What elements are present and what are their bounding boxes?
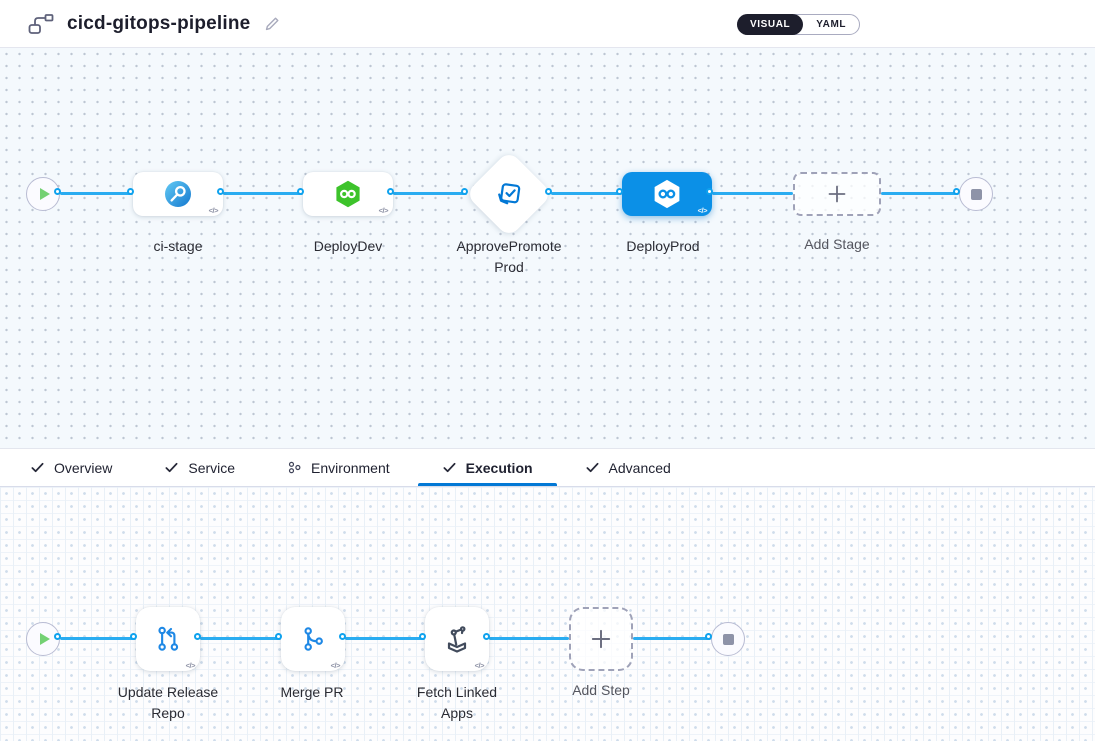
check-icon — [586, 462, 599, 473]
connector-port[interactable] — [194, 633, 201, 640]
fetch-apps-icon — [441, 623, 473, 655]
toggle-yaml[interactable]: YAML — [816, 19, 847, 30]
tab-label: Overview — [54, 459, 113, 476]
connector-port[interactable] — [953, 188, 960, 195]
code-icon: </> — [697, 206, 708, 215]
execution-canvas[interactable]: </> </> </> — [0, 487, 1095, 741]
approval-icon — [494, 179, 524, 209]
edge — [393, 192, 467, 195]
stage-node-ci-stage[interactable]: </> — [133, 172, 223, 216]
code-icon: </> — [208, 206, 219, 215]
git-merge-icon — [297, 623, 329, 655]
tab-environment[interactable]: Environment — [261, 449, 416, 486]
play-icon — [39, 633, 50, 645]
tab-label: Service — [188, 459, 236, 476]
pipeline-end-node — [959, 177, 993, 211]
git-update-icon — [152, 623, 184, 655]
tab-service[interactable]: Service — [138, 449, 261, 486]
connector-port[interactable] — [419, 633, 426, 640]
check-icon — [443, 462, 456, 473]
edge — [223, 192, 303, 195]
stage-label[interactable]: DeployDev — [313, 238, 383, 254]
stage-label[interactable]: DeployProd — [626, 238, 700, 254]
connector-port[interactable] — [616, 188, 623, 195]
check-icon — [31, 462, 44, 473]
step-node-fetch-linked-apps[interactable]: </> — [425, 607, 489, 671]
connector-port[interactable] — [705, 633, 712, 640]
pipeline-canvas[interactable]: </> </> < — [0, 48, 1095, 448]
connector-port[interactable] — [461, 188, 468, 195]
stage-node-approvepromoteprod[interactable] — [465, 150, 553, 238]
edge — [881, 192, 959, 195]
tab-execution[interactable]: Execution — [416, 449, 559, 486]
connector-port[interactable] — [54, 188, 61, 195]
stage-label[interactable]: ci-stage — [153, 238, 203, 254]
connector-port[interactable] — [217, 188, 224, 195]
tab-label: Advanced — [608, 459, 671, 476]
step-label[interactable]: Add Step — [572, 682, 630, 698]
code-icon: </> — [474, 661, 485, 670]
add-stage-button[interactable] — [793, 172, 881, 216]
edge — [633, 637, 711, 640]
visual-yaml-toggle: VISUAL YAML — [737, 14, 861, 35]
ci-build-icon — [164, 180, 192, 208]
execution-start-node — [26, 622, 60, 656]
stage-label[interactable]: ApprovePromoteProd — [456, 238, 562, 275]
page-title: cicd-gitops-pipeline — [67, 12, 251, 34]
tab-advanced[interactable]: Advanced — [559, 449, 697, 486]
edge — [551, 192, 622, 195]
edge — [712, 192, 793, 195]
step-node-update-release-repo[interactable]: </> — [136, 607, 200, 671]
connector-port[interactable] — [339, 633, 346, 640]
stage-label[interactable]: Add Stage — [804, 236, 870, 252]
cd-deploy-icon — [333, 179, 363, 209]
plus-icon — [826, 183, 848, 205]
code-icon: </> — [378, 206, 389, 215]
edit-pencil-icon[interactable] — [264, 15, 281, 32]
edge — [345, 637, 425, 640]
connector-port[interactable] — [483, 633, 490, 640]
execution-end-node — [711, 622, 745, 656]
edge — [60, 192, 133, 195]
connector-port[interactable] — [387, 188, 394, 195]
tab-overview[interactable]: Overview — [4, 449, 138, 486]
play-icon — [39, 188, 50, 200]
step-label[interactable]: Merge PR — [280, 684, 344, 700]
add-step-button[interactable] — [569, 607, 633, 671]
connector-port[interactable] — [130, 633, 137, 640]
pipeline-icon — [28, 12, 54, 36]
edge — [489, 637, 569, 640]
header: cicd-gitops-pipeline VISUAL YAML — [0, 0, 1095, 48]
edge — [60, 637, 136, 640]
stop-icon — [722, 633, 734, 645]
stage-node-deployprod[interactable]: </> — [622, 172, 712, 216]
tab-label: Execution — [465, 459, 533, 476]
connector-port[interactable] — [54, 633, 61, 640]
plus-icon — [589, 627, 613, 651]
connector-port[interactable] — [297, 188, 304, 195]
tab-label: Environment — [311, 459, 390, 476]
cd-deploy-icon — [651, 178, 683, 210]
step-node-merge-pr[interactable]: </> — [281, 607, 345, 671]
connector-port[interactable] — [545, 188, 552, 195]
step-label[interactable]: Update Release Repo — [117, 684, 219, 721]
stop-icon — [970, 188, 982, 200]
code-icon: </> — [185, 661, 196, 670]
stage-config-tabs: Overview Service Environment Execution A… — [0, 448, 1095, 487]
code-icon: </> — [330, 661, 341, 670]
stage-node-deploydev[interactable]: </> — [303, 172, 393, 216]
step-label[interactable]: Fetch Linked Apps — [416, 684, 498, 721]
check-icon — [165, 462, 178, 473]
connector-port[interactable] — [275, 633, 282, 640]
connector-port[interactable] — [706, 188, 713, 195]
connector-port[interactable] — [127, 188, 134, 195]
toggle-visual[interactable]: VISUAL — [737, 14, 804, 35]
nodes-icon — [288, 461, 301, 474]
edge — [200, 637, 281, 640]
